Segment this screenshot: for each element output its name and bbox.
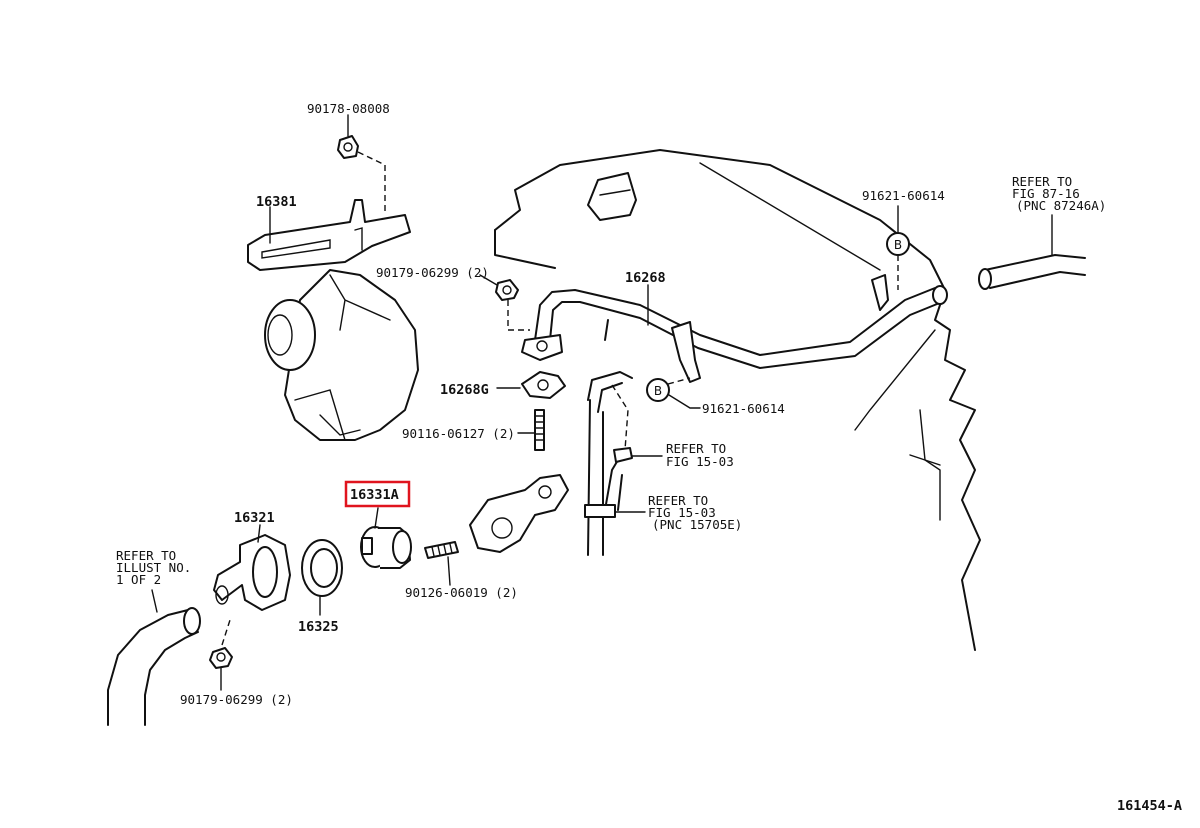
ref-87-16-line3: (PNC 87246A)	[1016, 198, 1106, 213]
ref-15-03-b-line1: REFER TO	[648, 493, 708, 508]
bracket-16381	[247, 199, 411, 271]
callout-b-mid-label: B	[654, 384, 662, 398]
stud-90126-06019	[424, 541, 459, 586]
nut-90179-06299-top	[479, 274, 530, 331]
ref-15-03-b-line2: FIG 15-03	[648, 505, 716, 520]
ref-15-03-b-line3: (PNC 15705E)	[652, 517, 742, 532]
ref-87-16-line2: FIG 87-16	[1012, 186, 1080, 201]
ref-fig-15-03-a: REFER TO FIG 15-03	[666, 441, 734, 469]
radiator-hose	[107, 589, 201, 726]
ref-illust-line2: ILLUST NO.	[116, 560, 191, 575]
label-90179-06299-top: 90179-06299 (2)	[376, 265, 489, 280]
nut-90178-08008	[337, 114, 386, 215]
ref-fig-15-03-b: REFER TO FIG 15-03 (PNC 15705E)	[648, 493, 742, 532]
ref-illust: REFER TO ILLUST NO. 1 OF 2	[116, 548, 191, 587]
stud-90116-06127	[517, 409, 545, 451]
diagram-id: 161454-A	[1117, 798, 1182, 814]
label-16325: 16325	[298, 619, 339, 635]
label-16268: 16268	[625, 270, 666, 286]
label-16268g: 16268G	[440, 382, 489, 398]
ref-15-03-a-line2: FIG 15-03	[666, 454, 734, 469]
ref-illust-line3: 1 OF 2	[116, 572, 161, 587]
callout-b-mid: B	[646, 377, 701, 409]
ref-15-03-a-line1: REFER TO	[666, 441, 726, 456]
gasket-16268g	[496, 371, 566, 399]
label-16331a: 16331A	[350, 487, 399, 503]
ref-illust-line1: REFER TO	[116, 548, 176, 563]
bypass-hoses	[584, 371, 663, 556]
ref-fig-87-16: REFER TO FIG 87-16 (PNC 87246A)	[1012, 174, 1106, 213]
water-pipe-16268	[521, 274, 948, 383]
label-90179-06299-bottom: 90179-06299 (2)	[180, 692, 293, 707]
part-highlight-box	[344, 480, 411, 508]
water-inlet-16321	[213, 524, 291, 611]
nut-90179-06299-bottom	[209, 619, 233, 691]
alternator	[264, 269, 419, 441]
callout-b-top-label: B	[894, 238, 902, 252]
callout-b-top: B	[886, 205, 910, 290]
label-16381: 16381	[256, 194, 297, 210]
label-90126-06019: 90126-06019 (2)	[405, 585, 518, 600]
gasket-16325	[301, 539, 343, 616]
label-91621-60614-top: 91621-60614	[862, 188, 945, 203]
hose-ref-87-16	[978, 214, 1086, 290]
thermostat-16331a	[360, 507, 412, 569]
ref-87-16-line1: REFER TO	[1012, 174, 1072, 189]
label-16321: 16321	[234, 510, 275, 526]
label-91621-60614-mid: 91621-60614	[702, 401, 785, 416]
water-inlet-housing	[469, 474, 569, 553]
label-90116-06127: 90116-06127 (2)	[402, 426, 515, 441]
label-90178-08008: 90178-08008	[307, 101, 390, 116]
engine-block	[494, 149, 981, 651]
